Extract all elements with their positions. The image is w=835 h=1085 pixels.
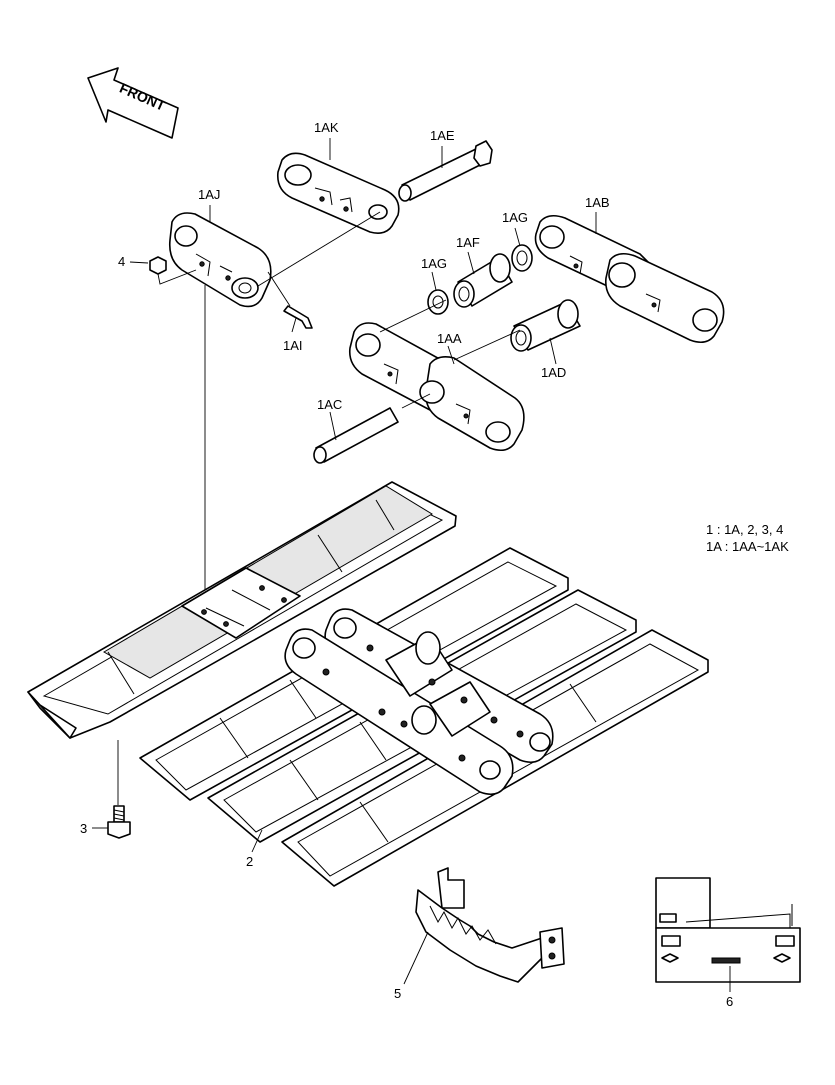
callout-1aj: 1AJ <box>198 187 220 202</box>
callout-1ad: 1AD <box>541 365 566 380</box>
shoe-bolts <box>322 644 524 762</box>
callout-1ag-left: 1AG <box>421 256 447 271</box>
track-shoe-single <box>27 481 457 739</box>
nut-4 <box>129 256 197 285</box>
link-1aj <box>168 212 272 308</box>
link-1aa <box>348 322 525 452</box>
bracket-5 <box>403 867 565 985</box>
washer-1ag-left <box>427 289 449 315</box>
callout-4: 4 <box>118 254 125 269</box>
callout-3: 3 <box>80 821 87 836</box>
leader-2 <box>251 829 263 853</box>
panel-6 <box>655 877 801 992</box>
callout-1ag-top: 1AG <box>502 210 528 225</box>
callout-5: 5 <box>394 986 401 1001</box>
callout-2: 2 <box>246 854 253 869</box>
callout-1ae: 1AE <box>430 128 455 143</box>
link-1ak <box>276 152 400 234</box>
assembly-legend: 1 : 1A, 2, 3, 4 1A : 1AA~1AK <box>706 521 789 555</box>
cotter-pin-1ai <box>283 305 313 329</box>
callout-labels: 1AK 1AE 1AJ 1AG 1AB 1AF 1AG 4 1AI 1AA 1A… <box>80 120 733 1009</box>
washer-1ag-top <box>511 244 533 272</box>
callout-1af: 1AF <box>456 235 480 250</box>
bolt-3 <box>92 805 131 839</box>
bushing-1ad <box>510 299 581 352</box>
callout-1ak: 1AK <box>314 120 339 135</box>
legend-line-1: 1 : 1A, 2, 3, 4 <box>706 522 784 537</box>
pin-1ac <box>313 407 399 464</box>
callout-1ai: 1AI <box>283 338 303 353</box>
callout-1aa: 1AA <box>437 331 462 346</box>
track-shoe-assembly <box>139 547 709 887</box>
callout-1ac: 1AC <box>317 397 342 412</box>
pin-1ae <box>398 140 493 202</box>
link-1ab <box>534 214 725 344</box>
callout-6: 6 <box>726 994 733 1009</box>
legend-line-2: 1A : 1AA~1AK <box>706 539 789 554</box>
front-arrow: FRONT <box>87 67 179 139</box>
bushing-1af <box>453 253 513 308</box>
callout-1ab: 1AB <box>585 195 610 210</box>
